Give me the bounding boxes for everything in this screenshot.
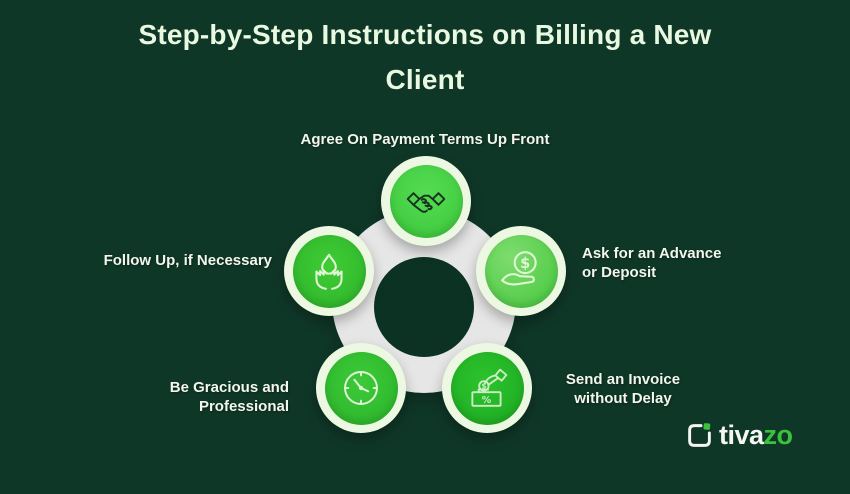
step-node-advance-deposit: $ xyxy=(476,226,566,316)
deposit-coin-icon: % $ xyxy=(464,365,510,411)
step-node-payment-terms xyxy=(381,156,471,246)
step-circle-payment-terms xyxy=(389,164,463,238)
tivazo-logo-icon xyxy=(686,422,713,449)
step-circle-advance-deposit: $ xyxy=(484,234,558,308)
step-circle-follow-up xyxy=(292,234,366,308)
step-label-payment-terms: Agree On Payment Terms Up Front xyxy=(300,131,550,148)
step-circle-gracious-professional xyxy=(324,351,398,425)
step-label-advance-deposit: Ask for an Advance or Deposit xyxy=(582,245,722,281)
tivazo-wordmark: tivazo xyxy=(719,420,793,451)
page-title: Step-by-Step Instructions on Billing a N… xyxy=(138,19,712,95)
clock-icon xyxy=(339,366,383,410)
hands-drop-icon xyxy=(306,248,352,294)
step-label-gracious-professional: Be Gracious and Professional xyxy=(169,379,289,415)
step-node-send-invoice: % $ xyxy=(442,343,532,433)
svg-text:%: % xyxy=(482,395,492,406)
center-ring-hole xyxy=(374,257,474,357)
tivazo-wordmark-accent: zo xyxy=(763,420,794,450)
tivazo-logo: tivazo xyxy=(686,420,793,451)
tivazo-wordmark-primary: tiva xyxy=(719,420,764,450)
svg-text:$: $ xyxy=(520,255,530,272)
step-label-send-invoice: Send an Invoice without Delay xyxy=(565,371,681,407)
svg-text:$: $ xyxy=(481,382,486,391)
step-node-follow-up xyxy=(284,226,374,316)
step-node-gracious-professional xyxy=(316,343,406,433)
hand-coin-icon: $ xyxy=(498,248,544,294)
step-circle-send-invoice: % $ xyxy=(450,351,524,425)
step-label-follow-up: Follow Up, if Necessary xyxy=(103,252,272,269)
handshake-icon xyxy=(406,187,446,216)
